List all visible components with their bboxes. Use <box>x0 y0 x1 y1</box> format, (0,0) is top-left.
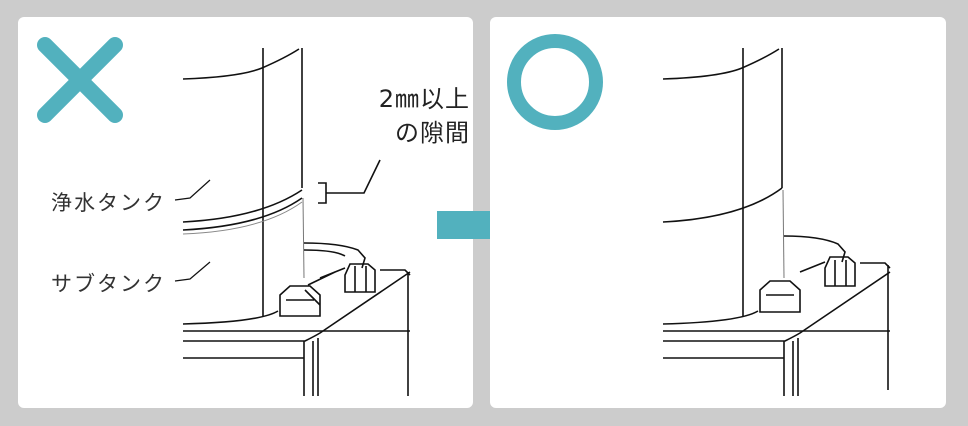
gap-note: 2㎜以上 の隙間 <box>328 82 470 150</box>
correct-example-panel <box>490 17 946 408</box>
gap-note-line2: の隙間 <box>395 119 470 147</box>
purified-water-tank-label: 浄水タンク <box>51 191 166 215</box>
tank-illustration-gap <box>37 37 411 396</box>
gap-note-line1: 2㎜以上 <box>378 85 470 113</box>
sub-tank-label: サブタンク <box>51 272 166 296</box>
circle-icon <box>507 34 603 130</box>
incorrect-example-panel: 2㎜以上 の隙間 浄水タンク サブタンク <box>18 17 473 408</box>
tank-illustration-no-gap <box>507 34 891 396</box>
cross-icon <box>37 37 123 123</box>
